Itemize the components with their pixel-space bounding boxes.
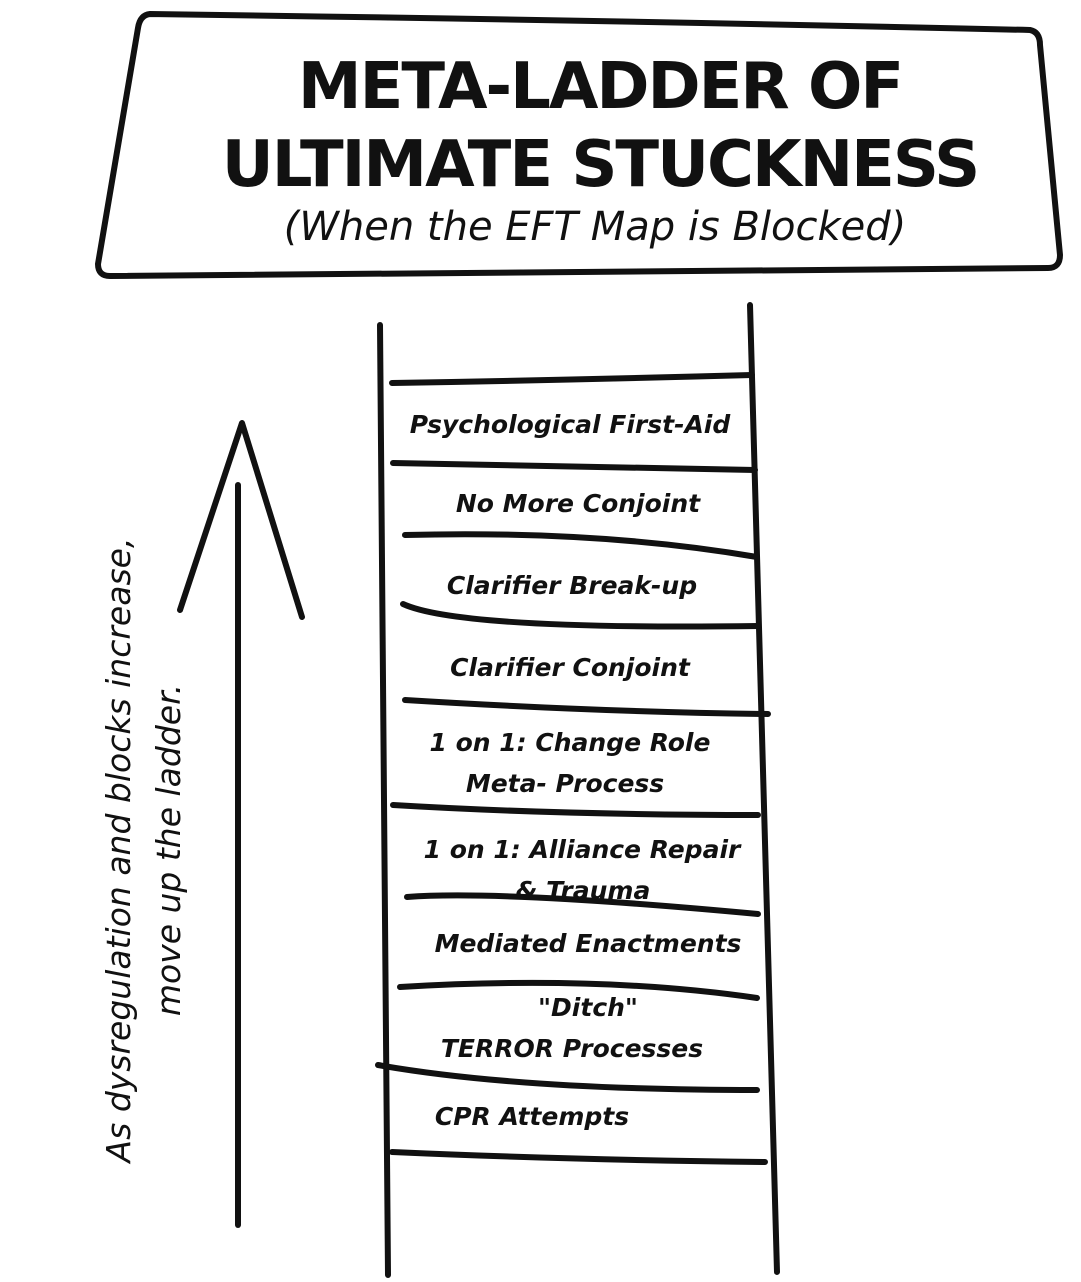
- rung-line: [375, 1062, 760, 1093]
- subtitle: (When the EFT Map is Blocked): [284, 204, 907, 250]
- side-note: As dysregulation and blocks increase, mo…: [99, 538, 188, 1165]
- title-line-1: META-LADDER OF: [298, 50, 902, 124]
- up-arrow-icon: [177, 420, 305, 1228]
- rung-label-no-more-conjoint: No More Conjoint: [456, 489, 701, 518]
- rung-label-clarifier-conjoint: Clarifier Conjoint: [450, 653, 691, 682]
- rung-label-cpr-attempts: CPR Attempts: [435, 1102, 629, 1131]
- rung-line: [402, 531, 760, 560]
- ladder-rails: [377, 302, 780, 1278]
- rung-line: [397, 979, 760, 1001]
- ladder-rungs: [375, 372, 771, 1165]
- rung-label-mediated-enactments: Mediated Enactments: [435, 929, 742, 958]
- rung-label-change-role-2: Meta- Process: [466, 769, 664, 798]
- rung-label-ditch: "Ditch": [538, 993, 638, 1022]
- side-note-line-2: move up the ladder.: [149, 684, 188, 1016]
- rung-line: [400, 601, 761, 630]
- rung-line: [390, 802, 761, 818]
- rung-line: [389, 1149, 768, 1165]
- rung-line: [390, 460, 758, 473]
- rung-label-psychological-first-aid: Psychological First-Aid: [410, 410, 732, 439]
- rung-line: [404, 892, 761, 917]
- rung-label-alliance-repair-1: 1 on 1: Alliance Repair: [424, 835, 742, 864]
- rung-label-alliance-repair-2: & Trauma: [516, 876, 651, 905]
- rung-line: [402, 697, 771, 717]
- side-note-line-1: As dysregulation and blocks increase,: [99, 538, 138, 1165]
- title-box: META-LADDER OF ULTIMATE STUCKNESS (When …: [95, 11, 1063, 279]
- rung-label-change-role-1: 1 on 1: Change Role: [430, 728, 711, 757]
- rung-label-terror-processes: TERROR Processes: [441, 1034, 703, 1063]
- rung-labels: Psychological First-Aid No More Conjoint…: [410, 410, 742, 1131]
- title-line-2: ULTIMATE STUCKNESS: [222, 128, 978, 202]
- rung-label-clarifier-break-up: Clarifier Break-up: [447, 571, 697, 600]
- rung-line: [389, 372, 755, 386]
